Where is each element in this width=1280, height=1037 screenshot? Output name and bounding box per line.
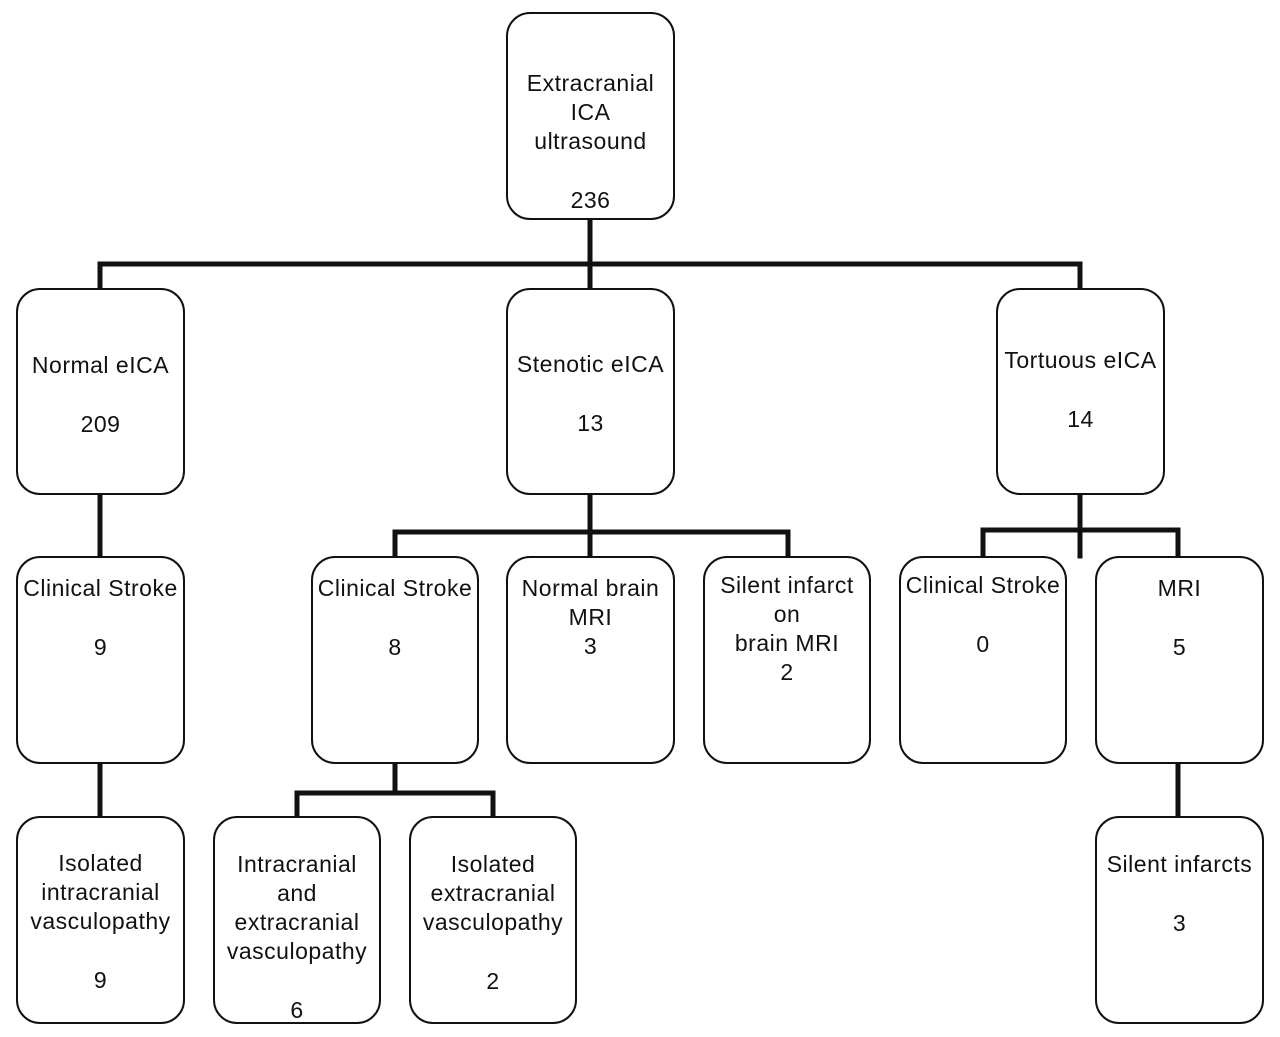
node-count: 9 [93, 967, 108, 993]
node-count: 8 [388, 634, 402, 660]
node-label: Clinical Stroke [905, 572, 1061, 598]
node-tortuous-clinical-stroke: Clinical Stroke 0 [899, 556, 1067, 764]
node-count: 6 [290, 997, 304, 1023]
node-label: Tortuous eICA [1004, 347, 1157, 373]
node-tortuous-mri: MRI 5 [1095, 556, 1264, 764]
connector-stenotic [392, 492, 791, 559]
node-count: 13 [577, 410, 604, 436]
node-label: Clinical Stroke [23, 575, 178, 601]
node-count: 5 [1172, 634, 1187, 660]
node-silent-infarcts: Silent infarcts 3 [1095, 816, 1264, 1024]
node-label: Silent infarct on brain MRI [720, 572, 854, 656]
node-label: Clinical Stroke [317, 575, 473, 601]
node-count: 209 [80, 411, 121, 437]
node-label: Isolated intracranial vasculopathy [30, 850, 171, 934]
node-count: 3 [1172, 910, 1187, 936]
node-label: Extracranial ICA ultrasound [526, 70, 655, 154]
node-count: 0 [976, 631, 990, 657]
node-label: MRI [1157, 575, 1202, 601]
node-isolated-extracranial-vasculopathy: Isolated extracranial vasculopathy 2 [409, 816, 577, 1024]
node-count: 2 [780, 659, 794, 685]
node-label: Silent infarcts [1106, 851, 1253, 877]
node-stenotic-clinical-stroke: Clinical Stroke 8 [311, 556, 479, 764]
node-normal-brain-mri: Normal brain MRI 3 [506, 556, 675, 764]
node-count: 3 [583, 633, 598, 659]
node-label: Normal eICA [31, 352, 170, 378]
connector-stenotic-stroke [294, 761, 496, 819]
node-stenotic-eica: Stenotic eICA 13 [506, 288, 675, 495]
node-count: 9 [93, 634, 108, 660]
node-label: Intracranial and extracranial vasculopat… [226, 851, 368, 964]
node-silent-infarct-brain-mri: Silent infarct on brain MRI 2 [703, 556, 871, 764]
node-extracranial-ica-ultrasound: Extracranial ICA ultrasound 236 [506, 12, 675, 220]
node-normal-clinical-stroke: Clinical Stroke 9 [16, 556, 185, 764]
connector-tortuous [980, 492, 1181, 559]
node-count: 2 [486, 968, 500, 994]
node-tortuous-eica: Tortuous eICA 14 [996, 288, 1165, 495]
node-count: 14 [1067, 406, 1094, 432]
node-label: Normal brain MRI [521, 575, 660, 630]
node-intracranial-extracranial-vasculopathy: Intracranial and extracranial vasculopat… [213, 816, 381, 1024]
node-label: Isolated extracranial vasculopathy [422, 851, 564, 935]
node-count: 236 [570, 187, 611, 213]
node-normal-eica: Normal eICA 209 [16, 288, 185, 495]
node-label: Stenotic eICA [516, 351, 665, 377]
node-isolated-intracranial-vasculopathy: Isolated intracranial vasculopathy 9 [16, 816, 185, 1024]
connector-root [97, 217, 1083, 291]
